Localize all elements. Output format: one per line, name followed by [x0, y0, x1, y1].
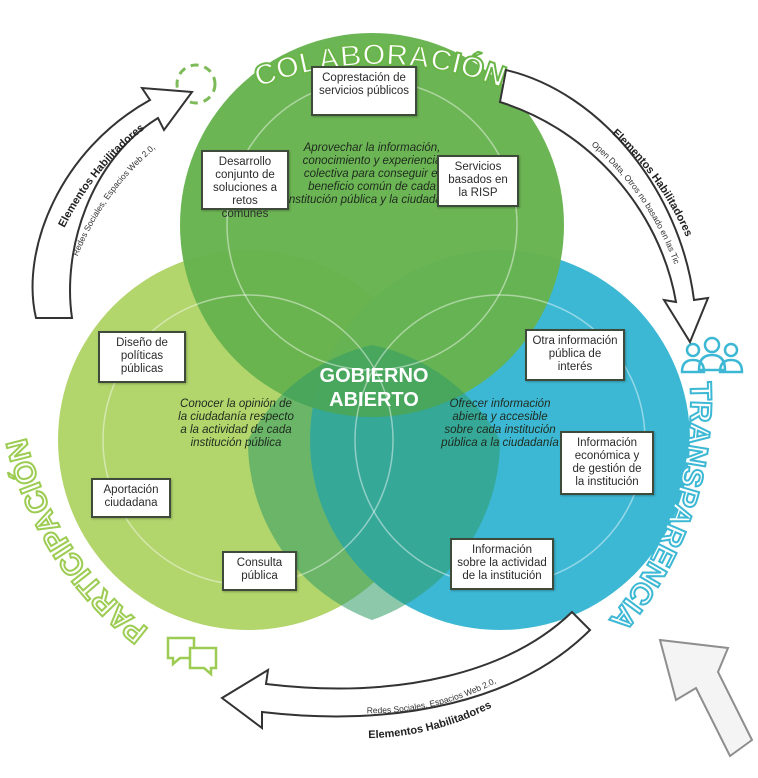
participacion-item-diseno: Diseño de políticas públicas — [98, 331, 186, 383]
colaboracion-item-coprestacion: Coprestación de servicios públicos — [311, 66, 417, 116]
participacion-item-consulta: Consulta pública — [222, 551, 297, 591]
colaboracion-description: Aprovechar la información, conocimiento … — [286, 142, 458, 206]
transparencia-description: Ofrecer información abierta y accesible … — [441, 398, 559, 449]
enabler-arrow-right — [498, 68, 710, 345]
participacion-item-aportacion: Aportación ciudadana — [91, 478, 171, 518]
transparencia-item-economica: Información económica y de gestión de la… — [560, 431, 654, 495]
enabler-arrow-left — [31, 86, 194, 319]
participacion-description: Conocer la opinión de la ciudadanía resp… — [178, 398, 294, 449]
transparencia-item-actividad: Información sobre la actividad de la ins… — [450, 538, 554, 590]
chat-bubbles-icon — [166, 636, 218, 677]
center-title-line1: GOBIERNO — [320, 365, 429, 387]
overlap-area — [247, 345, 501, 620]
enabler-arrow-bottom — [220, 610, 592, 730]
transparencia-item-otra: Otra información pública de interés — [525, 329, 625, 381]
center-title-line2: ABIERTO — [329, 389, 419, 411]
people-icon — [680, 336, 744, 374]
dashed-circle-icon — [175, 63, 217, 105]
colaboracion-item-desarrollo: Desarrollo conjunto de soluciones a reto… — [201, 150, 289, 220]
big-gray-arrow — [658, 638, 754, 758]
colaboracion-item-risp: Servicios basados en la RISP — [437, 155, 519, 207]
colaboracion-circle — [180, 33, 564, 417]
